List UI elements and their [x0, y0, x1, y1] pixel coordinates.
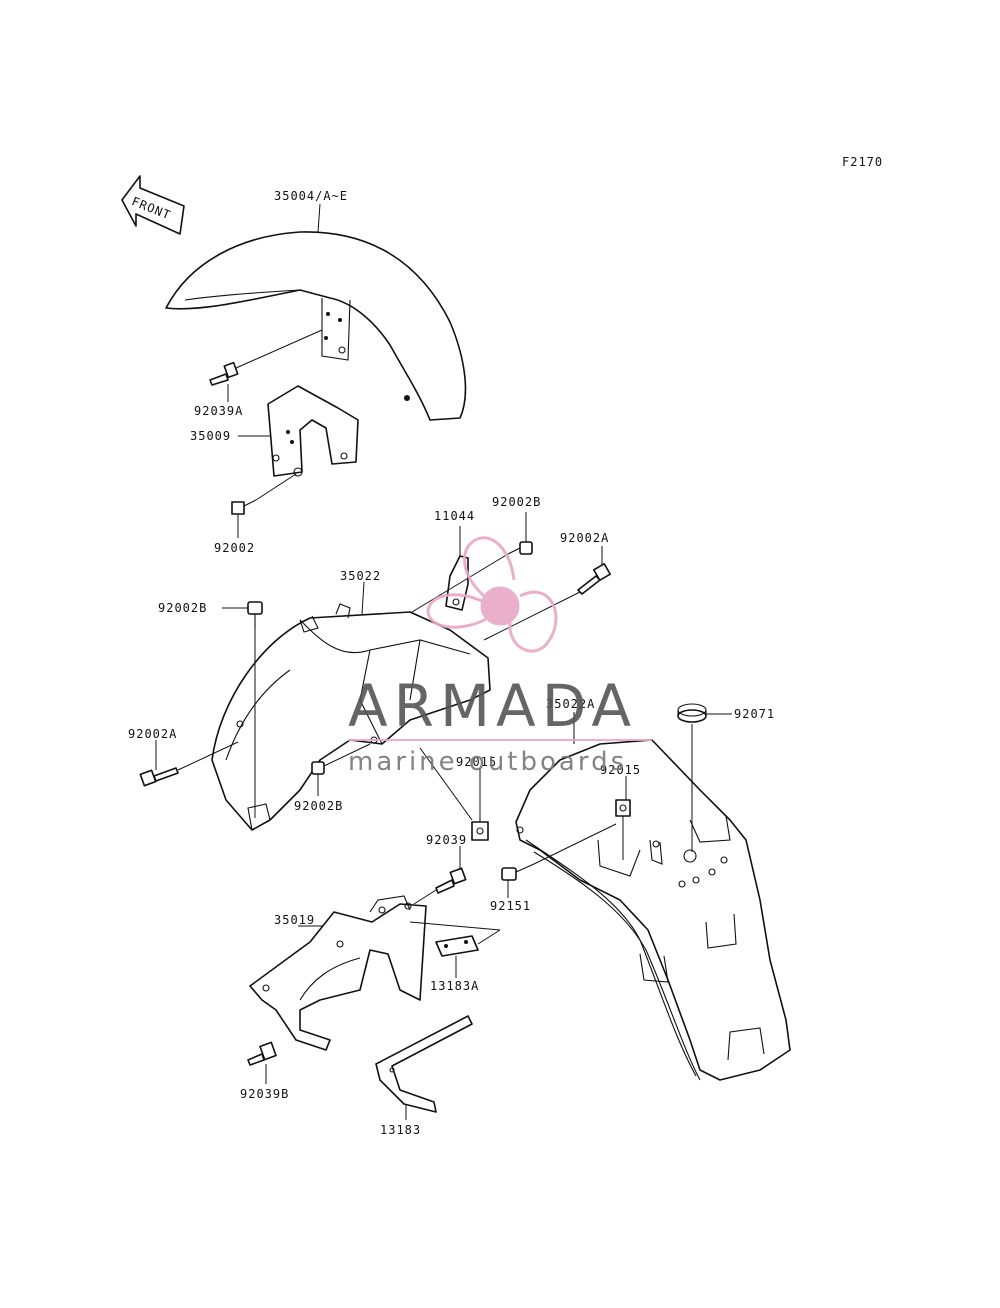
bolt-92002B-top	[507, 541, 533, 555]
bolt-92002B-left	[247, 601, 263, 630]
label-35022A: 35022A	[546, 697, 595, 711]
watermark-tagline: marine outboards	[348, 747, 627, 777]
label-92002A-right: 92002A	[560, 531, 609, 545]
propeller-icon	[426, 536, 558, 653]
label-35009: 35009	[190, 429, 231, 443]
label-13183A: 13183A	[430, 979, 479, 993]
bracket-35019	[249, 895, 427, 1051]
label-92015-b: 92015	[600, 763, 641, 777]
bolt-92039B	[247, 1041, 277, 1066]
label-35022: 35022	[340, 569, 381, 583]
label-92151: 92151	[490, 899, 531, 913]
bolt-92039	[435, 867, 467, 894]
bracket-13183	[375, 1015, 473, 1113]
inner-fender-35022	[211, 603, 491, 831]
label-11044: 11044	[434, 509, 475, 523]
label-92039: 92039	[426, 833, 467, 847]
bolt-92039A	[209, 361, 239, 386]
watermark-brand: ARMADA	[348, 672, 637, 740]
plate-13183A	[435, 935, 479, 957]
label-92015-a: 92015	[456, 755, 497, 769]
bolt-92002A-left	[139, 767, 179, 787]
label-92039B: 92039B	[240, 1087, 289, 1101]
bolt-92002A-right	[577, 563, 611, 595]
bolt-92151	[501, 863, 535, 881]
label-92039A: 92039A	[194, 404, 243, 418]
label-92002B-bottom: 92002B	[294, 799, 343, 813]
label-35019: 35019	[274, 913, 315, 927]
bracket-35009	[267, 385, 359, 477]
rear-fender-35022A	[515, 739, 791, 1081]
label-92002B-top: 92002B	[492, 495, 541, 509]
front-fender	[165, 231, 467, 421]
bolt-92002B-bottom	[311, 761, 325, 775]
label-92002A-left: 92002A	[128, 727, 177, 741]
front-arrow-icon: FRONT	[121, 175, 185, 235]
label-92071: 92071	[734, 707, 775, 721]
label-35004: 35004/A~E	[274, 189, 348, 203]
bolt-92002	[231, 499, 257, 515]
label-92002B-left: 92002B	[158, 601, 207, 615]
figure-code: F2170	[842, 155, 883, 169]
grommet-92071	[677, 703, 707, 723]
nut-92015-right	[615, 799, 631, 817]
label-92002: 92002	[214, 541, 255, 555]
label-13183: 13183	[380, 1123, 421, 1137]
nut-92015-left	[471, 821, 489, 841]
watermark-logo: ARMADA marine outboards	[348, 536, 652, 777]
